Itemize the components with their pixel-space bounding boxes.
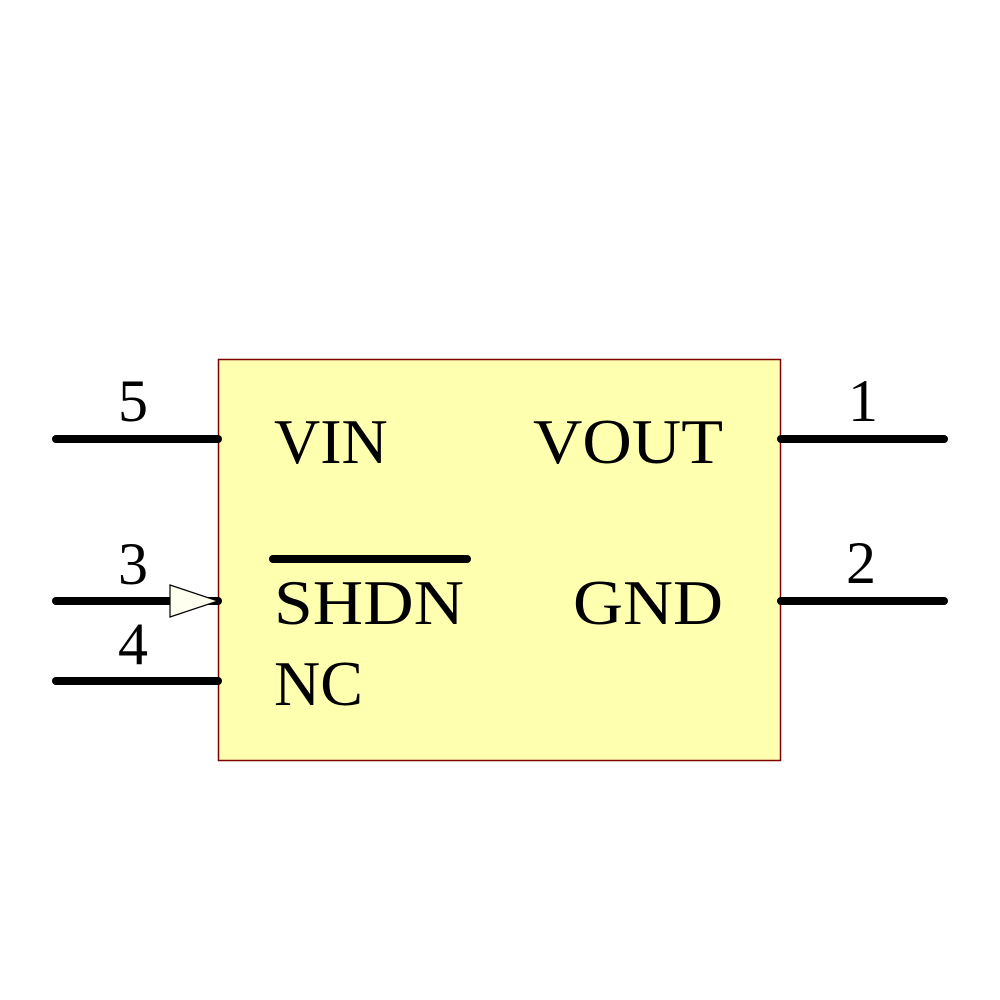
pin-4-number: 4 <box>118 611 148 677</box>
pin-2-number: 2 <box>846 530 876 596</box>
pin-4-name: NC <box>274 648 363 719</box>
pin-3-name: SHDN <box>274 567 464 638</box>
pin-3-number: 3 <box>118 531 148 597</box>
input-arrow-icon <box>169 584 220 618</box>
pin-1-number: 1 <box>848 368 878 434</box>
pin-2[interactable]: 2 <box>777 530 948 605</box>
pin-2-name: GND <box>573 567 723 638</box>
pin-3[interactable]: 3 <box>52 531 222 618</box>
pin-4[interactable]: 4 <box>52 611 222 685</box>
pin-1-name: VOUT <box>533 406 723 477</box>
pin-5-name: VIN <box>274 406 388 477</box>
pin-5[interactable]: 5 <box>52 368 222 443</box>
pin-1[interactable]: 1 <box>777 368 948 443</box>
pin-5-number: 5 <box>118 368 148 434</box>
